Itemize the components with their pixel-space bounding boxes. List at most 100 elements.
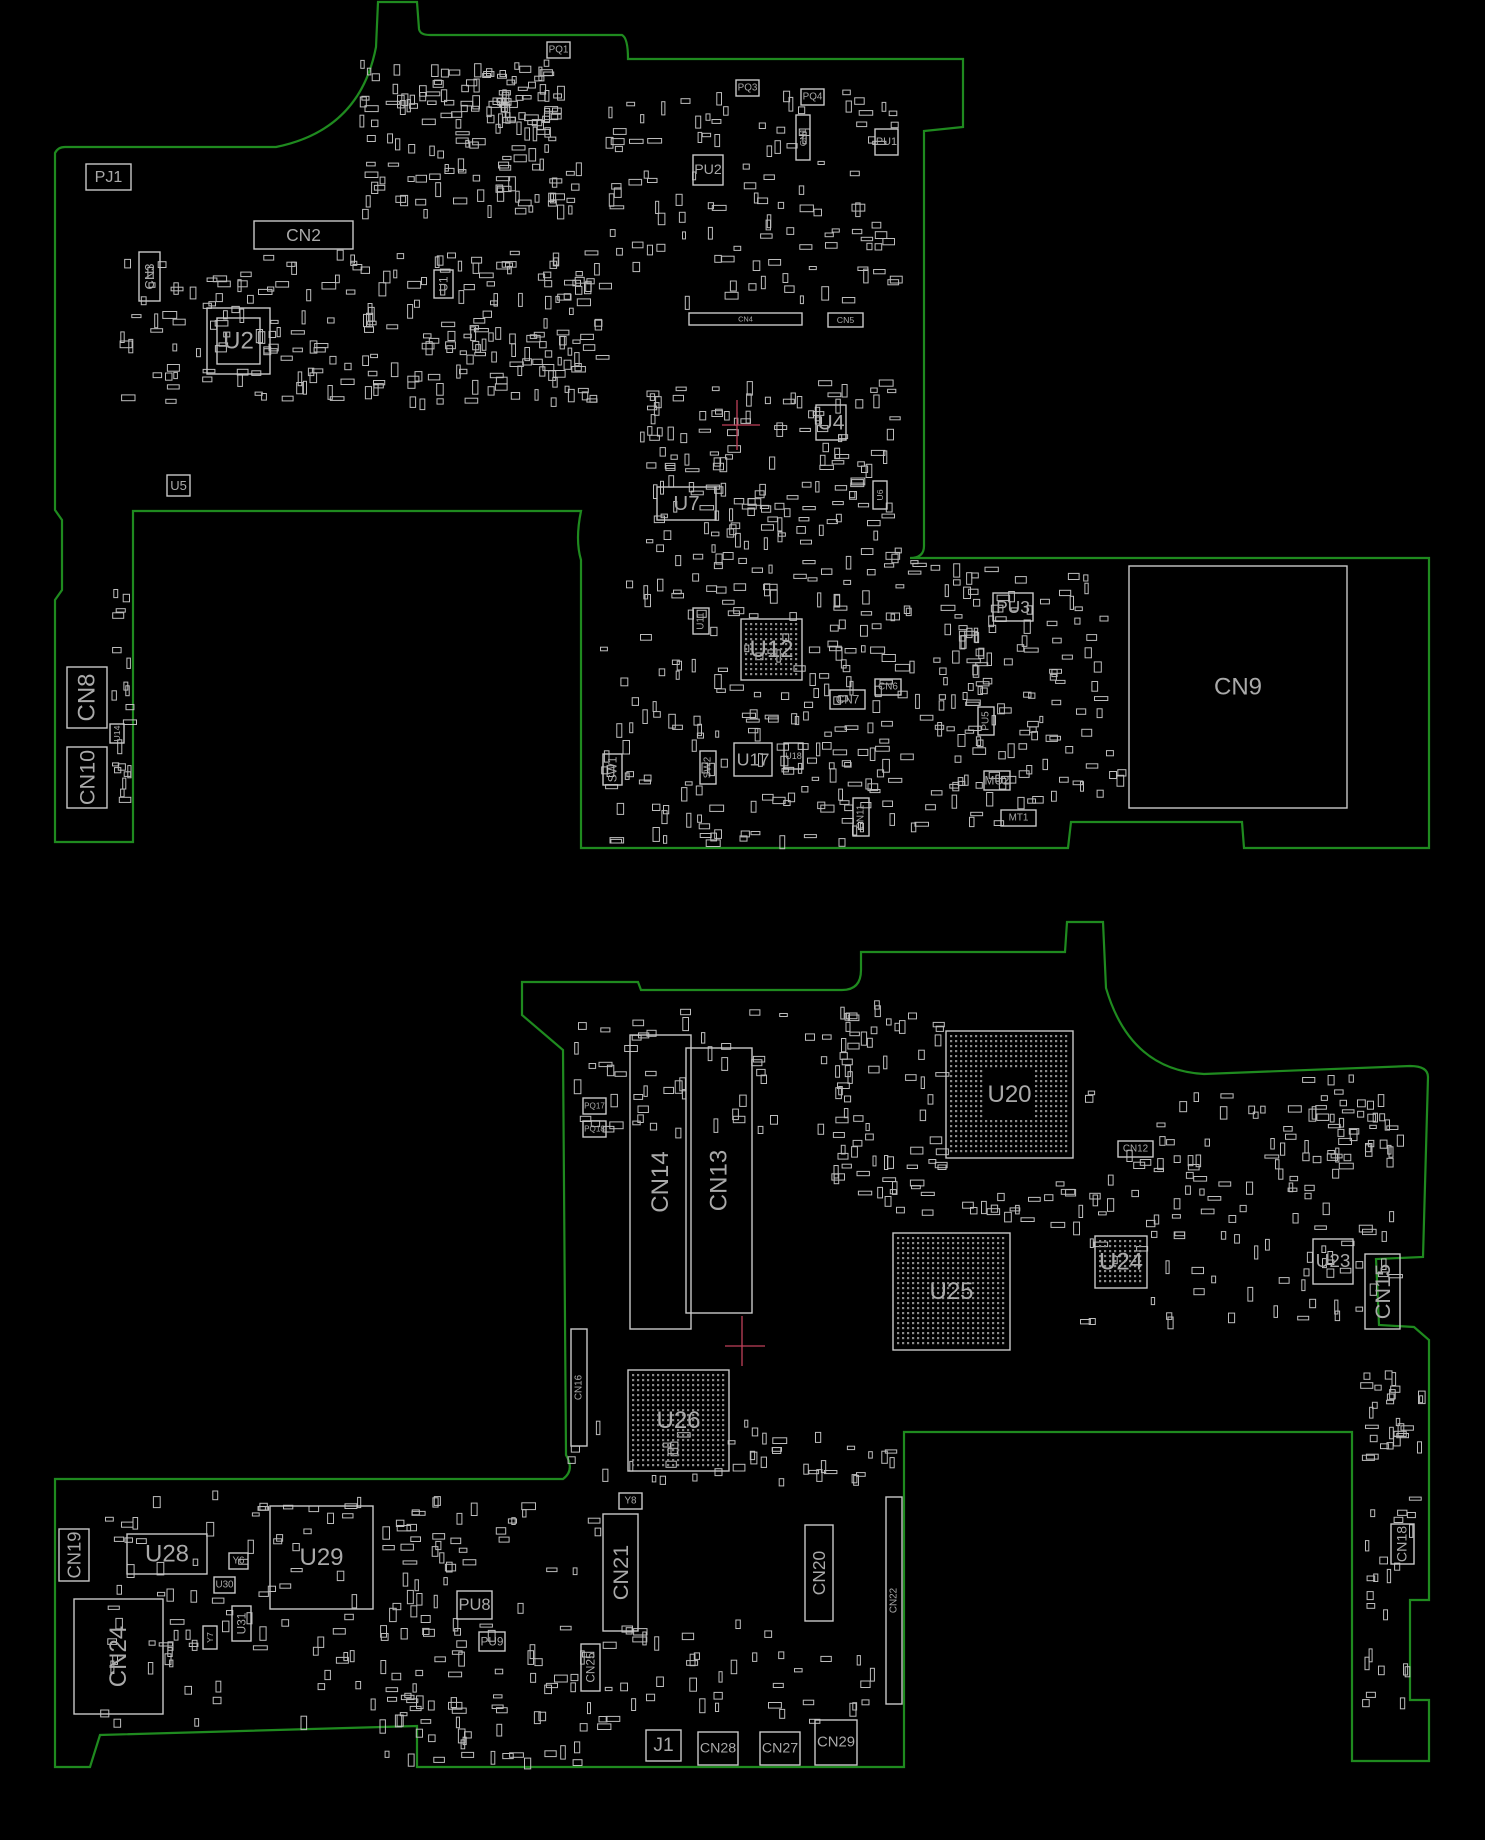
component-u5[interactable]: U5 [166,474,191,497]
smd-pad [881,1450,888,1464]
smd-pad [847,1071,853,1084]
component-cn27[interactable]: CN27 [759,1731,801,1766]
component-pj1[interactable]: PJ1 [85,163,132,191]
component-y8[interactable]: Y8 [618,1492,643,1510]
component-u24[interactable]: U24 [1094,1235,1148,1289]
smd-pad [550,193,566,201]
component-cn3[interactable]: CN3 [138,251,161,302]
component-cn19[interactable]: CN19 [58,1528,90,1582]
component-pq3[interactable]: PQ3 [735,79,760,97]
smd-pad [1409,1524,1414,1538]
component-u11[interactable]: U11 [692,607,710,635]
component-sw1[interactable]: SW1 [602,753,623,786]
component-pq17[interactable]: PQ17 [582,1097,607,1115]
component-u20[interactable]: U20 [945,1030,1074,1159]
smd-pad [974,632,980,644]
component-u1[interactable]: U1 [433,269,454,299]
component-cn24[interactable]: CN24 [73,1598,164,1715]
smd-pad [912,562,927,567]
smd-pad [909,660,915,674]
component-u14[interactable]: U14 [109,723,125,744]
component-cn29[interactable]: CN29 [814,1719,858,1766]
component-u25[interactable]: U25 [892,1232,1011,1351]
component-cn5[interactable]: CN5 [827,312,864,328]
component-u4[interactable]: U4 [815,404,847,441]
component-cn9[interactable]: CN9 [1128,565,1348,809]
smd-pad [458,290,465,304]
component-u18[interactable]: U18 [783,742,804,770]
smd-pad [750,831,761,836]
component-u28[interactable]: U28 [126,1533,208,1575]
smd-pad [508,100,518,108]
smd-pad [761,524,774,531]
smd-pad [786,143,798,149]
component-cn11[interactable]: CN11 [852,797,870,837]
component-cn8[interactable]: CN8 [66,666,108,729]
smd-pad [392,83,399,95]
component-cn13[interactable]: CN13 [685,1047,753,1314]
component-cn6[interactable]: CN6 [874,678,902,696]
smd-pad [782,398,795,405]
component-pu3[interactable]: PU3 [992,592,1034,622]
smd-pad [1159,1136,1166,1146]
component-cn7[interactable]: CN7 [829,689,866,710]
component-cn14[interactable]: CN14 [629,1034,692,1330]
smd-pad [222,1620,230,1633]
component-j1[interactable]: J1 [645,1729,682,1762]
component-cn20[interactable]: CN20 [804,1524,834,1622]
component-pu2[interactable]: PU2 [692,154,724,186]
component-cn16[interactable]: CN16 [570,1328,588,1447]
smd-pad [678,211,686,223]
component-u26[interactable]: U26 [627,1369,730,1472]
smd-pad [1171,1214,1181,1219]
smd-pad [131,314,142,319]
component-label: PQ3 [738,83,758,94]
smd-pad [873,394,880,409]
component-mu2[interactable]: MU2 [983,770,1011,791]
smd-pad [978,647,985,659]
component-cn21[interactable]: CN21 [602,1513,639,1632]
component-pq1[interactable]: PQ1 [546,41,571,59]
component-y7[interactable]: Y7 [202,1625,218,1650]
component-u31[interactable]: U31 [231,1605,252,1642]
component-cn2[interactable]: CN2 [253,220,354,250]
component-u30[interactable]: U30 [213,1576,236,1594]
component-y6[interactable]: Y6 [228,1552,249,1570]
component-pu1[interactable]: PU1 [874,128,899,156]
component-mt1[interactable]: MT1 [1000,809,1037,827]
smd-pad [1106,750,1114,757]
component-cn28[interactable]: CN28 [697,1731,739,1766]
component-u2[interactable]: U2 [206,307,271,375]
smd-pad [766,145,773,157]
component-u12[interactable]: U12 [740,618,803,681]
component-pu9[interactable]: PU9 [478,1631,506,1652]
component-cn18[interactable]: CN18 [1390,1523,1415,1565]
component-cn10[interactable]: CN10 [66,746,108,809]
smd-pad [781,692,790,700]
smd-pad [768,1702,782,1709]
component-u29[interactable]: U29 [269,1505,374,1610]
smd-pad [675,386,687,392]
component-cn12[interactable]: CN12 [1117,1140,1154,1158]
component-u6[interactable]: U6 [872,480,888,510]
component-u7[interactable]: U7 [656,486,717,521]
component-cn25[interactable]: CN25 [580,1643,601,1692]
component-pu5[interactable]: PU5 [977,706,995,736]
component-outline [872,480,888,510]
component-u23[interactable]: U23 [1312,1238,1354,1285]
component-cn15[interactable]: CN15 [1364,1253,1401,1330]
component-cn4[interactable]: CN4 [688,312,803,326]
component-sw2[interactable]: SW2 [699,750,717,785]
component-pq4[interactable]: PQ4 [800,88,825,106]
smd-pad [609,1121,624,1130]
component-pu8[interactable]: PU8 [456,1590,493,1620]
smd-pad [408,144,416,154]
component-u17[interactable]: U17 [733,742,773,777]
smd-pad [727,1440,736,1445]
component-cn22[interactable]: CN22 [885,1496,903,1705]
component-cn1[interactable]: CN1 [795,114,811,161]
smd-pad [748,613,759,619]
component-pq18[interactable]: PQ18 [582,1120,607,1138]
